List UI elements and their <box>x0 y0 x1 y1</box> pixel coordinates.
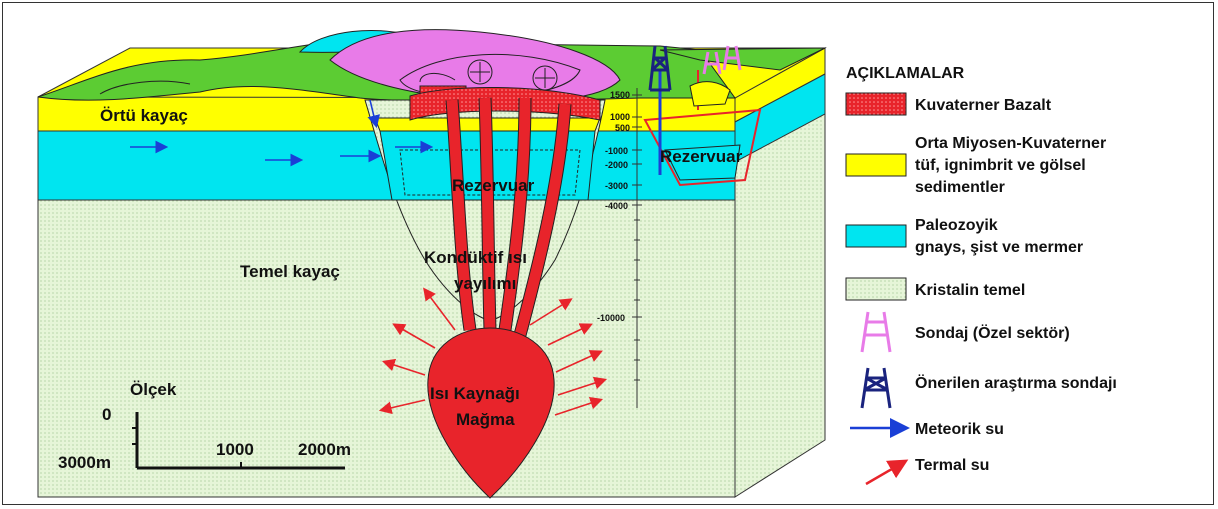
legend-label-crystalline: Kristalin temel <box>915 282 1025 299</box>
legend-thermal-arrow-icon <box>865 459 909 486</box>
legend-swatch-tuff <box>845 153 907 177</box>
legend-label-private-drill: Sondaj (Özel sektör) <box>915 323 1070 342</box>
depth-tick-neg4000: -4000 <box>605 201 628 211</box>
legend-swatch-crystalline <box>845 277 907 301</box>
legend-label-tuff-2: tüf, ignimbrit ve gölsel <box>915 157 1086 174</box>
magma-conduits <box>445 97 572 337</box>
scale-h-end: 2000m <box>298 440 351 459</box>
heat-source-label-1: Isı Kaynağı <box>430 384 520 403</box>
legend-label-tuff-3: sedimentler <box>915 179 1005 196</box>
legend: AÇIKLAMALAR Kuvaterner Bazalt Orta Miyos… <box>845 65 1117 486</box>
depth-tick-500: 500 <box>615 123 630 133</box>
heat-source-label-2: Mağma <box>456 410 515 429</box>
magma-chamber <box>427 327 555 499</box>
depth-axis <box>632 88 642 408</box>
legend-label-paleozoic-1: Paleozoyik <box>915 217 998 234</box>
legend-private-drill-icon <box>860 311 892 353</box>
right-reservoir <box>643 70 762 187</box>
private-sector-drill-icon <box>702 45 742 75</box>
block-top-surface <box>37 29 827 102</box>
legend-swatch-basalt <box>845 92 907 116</box>
legend-label-paleozoic-2: gnays, şist ve mermer <box>915 239 1083 256</box>
reservoir-label: Rezervuar <box>452 176 535 195</box>
thermal-arrows <box>378 287 608 416</box>
legend-proposed-drill-icon <box>860 367 892 409</box>
depth-tick-neg10000: -10000 <box>597 313 625 323</box>
scale-vertical-top: 0 <box>102 405 111 424</box>
meteoric-arrows <box>130 99 434 167</box>
conductive-label-2: yayılımı <box>454 274 516 293</box>
legend-label-proposed-drill: Önerilen araştırma sondajı <box>915 373 1117 392</box>
legend-label-thermal: Termal su <box>915 457 989 474</box>
scale-title: Ölçek <box>130 380 177 399</box>
legend-title: AÇIKLAMALAR <box>846 65 965 82</box>
depth-tick-neg1000: -1000 <box>605 146 628 156</box>
legend-label-tuff-1: Orta Miyosen-Kuvaterner <box>915 135 1106 152</box>
conductive-label-1: Kondüktif ısı <box>424 248 527 267</box>
proposed-drill-derrick-icon <box>648 45 672 92</box>
block-side-face <box>734 47 826 498</box>
depth-tick-1500: 1500 <box>610 90 630 100</box>
scale-h-mid: 1000 <box>216 440 254 459</box>
scale-bar: Ölçek 0 3000m 1000 2000m <box>58 380 351 472</box>
depth-tick-neg3000: -3000 <box>605 181 628 191</box>
cover-rock-label: Örtü kayaç <box>100 106 188 125</box>
scale-vertical-bottom: 3000m <box>58 453 111 472</box>
legend-label-meteoric: Meteorik su <box>915 421 1004 438</box>
depth-tick-neg2000: -2000 <box>605 160 628 170</box>
basement-rock-label: Temel kayaç <box>240 262 340 281</box>
legend-label-basalt: Kuvaterner Bazalt <box>915 97 1052 114</box>
depth-tick-1000: 1000 <box>610 112 630 122</box>
legend-swatch-paleozoic <box>845 224 907 248</box>
reservoir-right-label: Rezervuar <box>660 147 743 166</box>
